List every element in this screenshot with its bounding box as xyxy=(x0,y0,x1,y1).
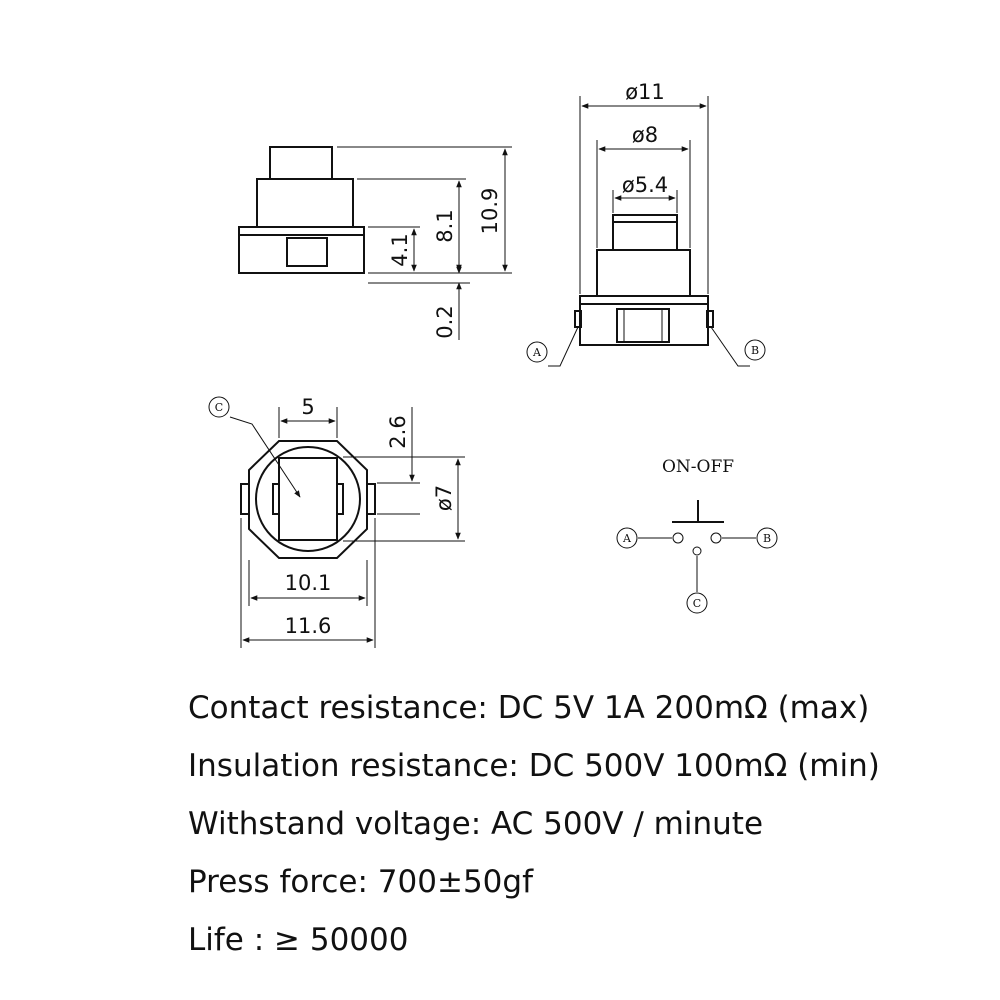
terminal-b-callout xyxy=(744,339,766,361)
dim-d7: ø7 xyxy=(432,485,456,511)
schematic-a-node xyxy=(616,527,638,549)
top-view: 5 2.6 ø7 10.1 11.6 C xyxy=(208,395,465,648)
terminal-a-label: A xyxy=(532,346,542,359)
terminal-a-callout xyxy=(526,341,548,363)
dim-d5-4: ø5.4 xyxy=(622,173,668,197)
side-slot xyxy=(286,237,328,267)
terminal-b-label: B xyxy=(751,344,759,357)
terminal-c-label: C xyxy=(215,401,223,414)
spec-press-force: Press force: 700±50gf xyxy=(188,864,533,900)
schematic-a-label: A xyxy=(622,532,632,545)
dim-10-1: 10.1 xyxy=(285,571,332,595)
dim-8-1: 8.1 xyxy=(433,209,457,242)
spec-withstand-voltage: Withstand voltage: AC 500V / minute xyxy=(188,806,764,842)
spec-life: Life : ≥ 50000 xyxy=(188,922,409,958)
front-body-upper xyxy=(596,249,691,297)
dim-5: 5 xyxy=(301,395,314,419)
schematic-c-label: C xyxy=(693,597,701,610)
top-right-tab xyxy=(366,483,376,515)
spec-insulation-resistance: Insulation resistance: DC 500V 100mΩ (mi… xyxy=(188,748,880,784)
side-plunger xyxy=(269,146,333,180)
dim-4-1: 4.1 xyxy=(388,233,412,266)
side-body-upper xyxy=(256,178,354,228)
schematic-title: ON-OFF xyxy=(662,457,734,477)
schematic-b-node xyxy=(756,527,778,549)
terminal-a-tab xyxy=(574,310,582,328)
spec-list: Contact resistance: DC 5V 1A 200mΩ (max)… xyxy=(188,686,988,976)
top-actuator xyxy=(278,457,338,541)
switch-schematic: ON-OFF A B C xyxy=(616,457,778,614)
side-base xyxy=(238,226,365,274)
dim-10-9: 10.9 xyxy=(478,188,502,235)
dim-0-2: 0.2 xyxy=(433,305,457,338)
front-slot xyxy=(616,308,670,343)
terminal-b-tab xyxy=(706,310,714,328)
dim-d11: ø11 xyxy=(625,80,665,104)
top-round-body xyxy=(255,446,361,552)
front-plunger xyxy=(612,214,678,251)
front-view: ø11 ø8 ø5.4 A B xyxy=(526,80,766,367)
terminal-c-callout xyxy=(208,396,230,418)
dim-2-6: 2.6 xyxy=(386,415,410,448)
dim-11-6: 11.6 xyxy=(285,614,332,638)
top-left-tab xyxy=(240,483,250,515)
schematic-c-node xyxy=(686,592,708,614)
side-view: 10.9 8.1 4.1 0.2 xyxy=(238,146,512,340)
schematic-b-label: B xyxy=(763,532,771,545)
spec-contact-resistance: Contact resistance: DC 5V 1A 200mΩ (max) xyxy=(188,690,870,726)
dim-d8: ø8 xyxy=(632,123,658,147)
